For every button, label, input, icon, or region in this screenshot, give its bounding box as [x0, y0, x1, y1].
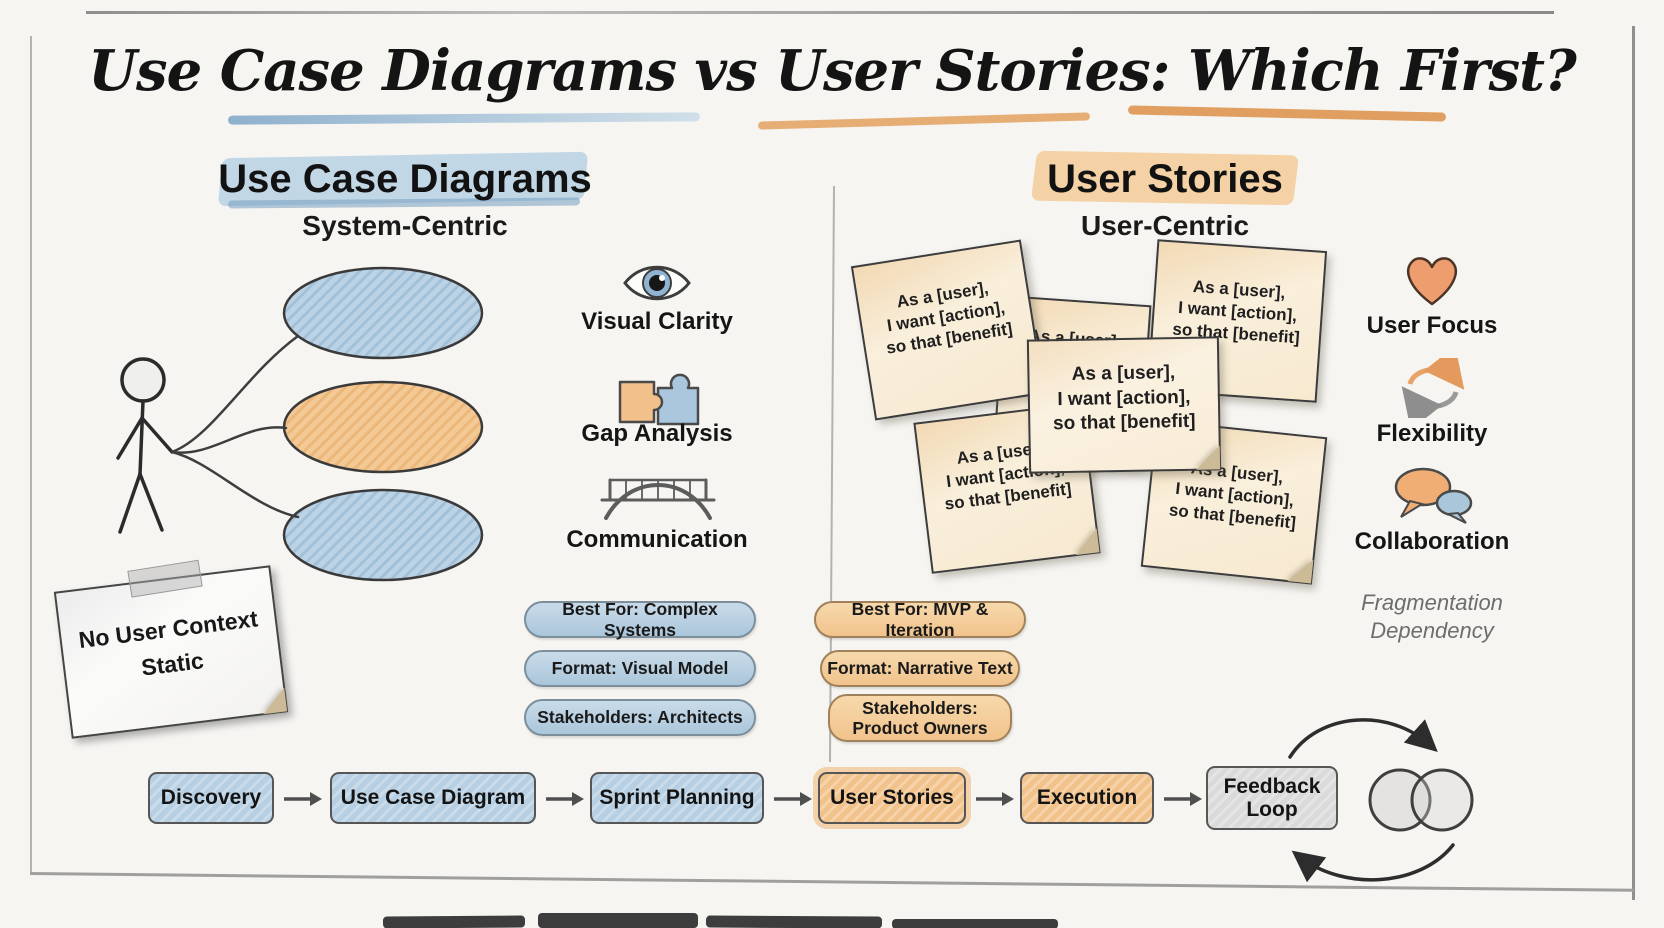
arrow-icon [546, 792, 584, 806]
feature-label-visual-clarity: Visual Clarity [581, 308, 733, 335]
left-column-heading: Use Case Diagrams [218, 157, 592, 201]
actor-connectors [170, 334, 300, 519]
flow-step-sprint-planning: Sprint Planning [590, 772, 764, 824]
note-fold [1287, 557, 1314, 584]
bottom-smudge [382, 915, 526, 928]
flow-step-user-stories: User Stories [818, 772, 966, 824]
sticky-note-4: As a [user], I want [action], so that [b… [1026, 336, 1222, 474]
page-title: Use Case Diagrams vs User Stories: Which… [88, 38, 1577, 104]
right-pill-stakeholders: Stakeholders: Product Owners [828, 694, 1012, 742]
frame-left [30, 36, 32, 874]
feature-label-gap-analysis: Gap Analysis [581, 420, 733, 447]
sticky-note-1: As a [user], I want [action], so that [b… [850, 239, 1046, 421]
cycle-arrows-icon [1401, 358, 1465, 418]
right-pill-best-for: Best For: MVP & Iteration [814, 599, 1026, 640]
bottom-smudge [892, 919, 1058, 928]
use-case-ellipse-3 [282, 488, 484, 582]
feature-label-communication: Communication [566, 526, 748, 553]
left-column-subheading: System-Centric [302, 210, 508, 241]
note-fold [260, 687, 288, 715]
right-column-subheading: User-Centric [1080, 210, 1250, 241]
flow-step-discovery: Discovery [148, 772, 274, 824]
venn-circles-icon [1368, 768, 1474, 832]
title-underline-blue [227, 112, 701, 125]
arrow-icon [774, 792, 812, 806]
sticky-line: As a [user], [1071, 362, 1176, 385]
use-case-diagram-sketch [116, 266, 484, 582]
right-pill-format: Format: Narrative Text [820, 650, 1020, 687]
note-fold [1072, 528, 1100, 556]
drawback-fragmentation: Fragmentation [1361, 590, 1503, 615]
title-underline-orange-2 [1127, 105, 1447, 122]
actor-icon [116, 357, 174, 534]
flow-step-execution: Execution [1020, 772, 1154, 824]
speech-bubbles-icon [1394, 467, 1473, 524]
puzzle-icon [618, 373, 700, 426]
note-fold [1195, 445, 1221, 470]
title-underline-orange-1 [757, 112, 1091, 130]
left-pill-stakeholders: Stakeholders: Architects [524, 699, 756, 736]
bottom-smudge [538, 913, 698, 928]
use-case-ellipse-1 [282, 266, 484, 360]
drawback-dependency: Dependency [1370, 618, 1494, 643]
frame-right [1632, 26, 1635, 900]
use-case-ellipse-2 [282, 380, 484, 474]
frame-top [86, 11, 1554, 14]
right-column-heading: User Stories [1047, 157, 1283, 201]
sticky-line: I want [action], [1057, 386, 1191, 410]
heart-icon [1406, 257, 1458, 306]
bottom-smudge [705, 915, 883, 928]
arrow-icon [1164, 792, 1202, 806]
feature-label-collaboration: Collaboration [1354, 528, 1510, 555]
left-drawback-note: No User Context Static [53, 559, 289, 739]
eye-icon [623, 265, 691, 301]
feedback-loop-arrows-icon [1288, 718, 1474, 883]
arrow-icon [976, 792, 1014, 806]
flow-step-feedback-loop: Feedback Loop [1206, 766, 1338, 830]
arrow-icon [284, 792, 322, 806]
bridge-icon [600, 478, 716, 520]
flow-step-use-case-diagram: Use Case Diagram [330, 772, 536, 824]
sticky-line: so that [benefit] [1052, 411, 1196, 435]
feature-label-user-focus: User Focus [1366, 312, 1498, 339]
feature-label-flexibility: Flexibility [1376, 420, 1488, 447]
left-pill-format: Format: Visual Model [524, 650, 756, 687]
left-pill-best-for: Best For: Complex Systems [524, 599, 756, 640]
